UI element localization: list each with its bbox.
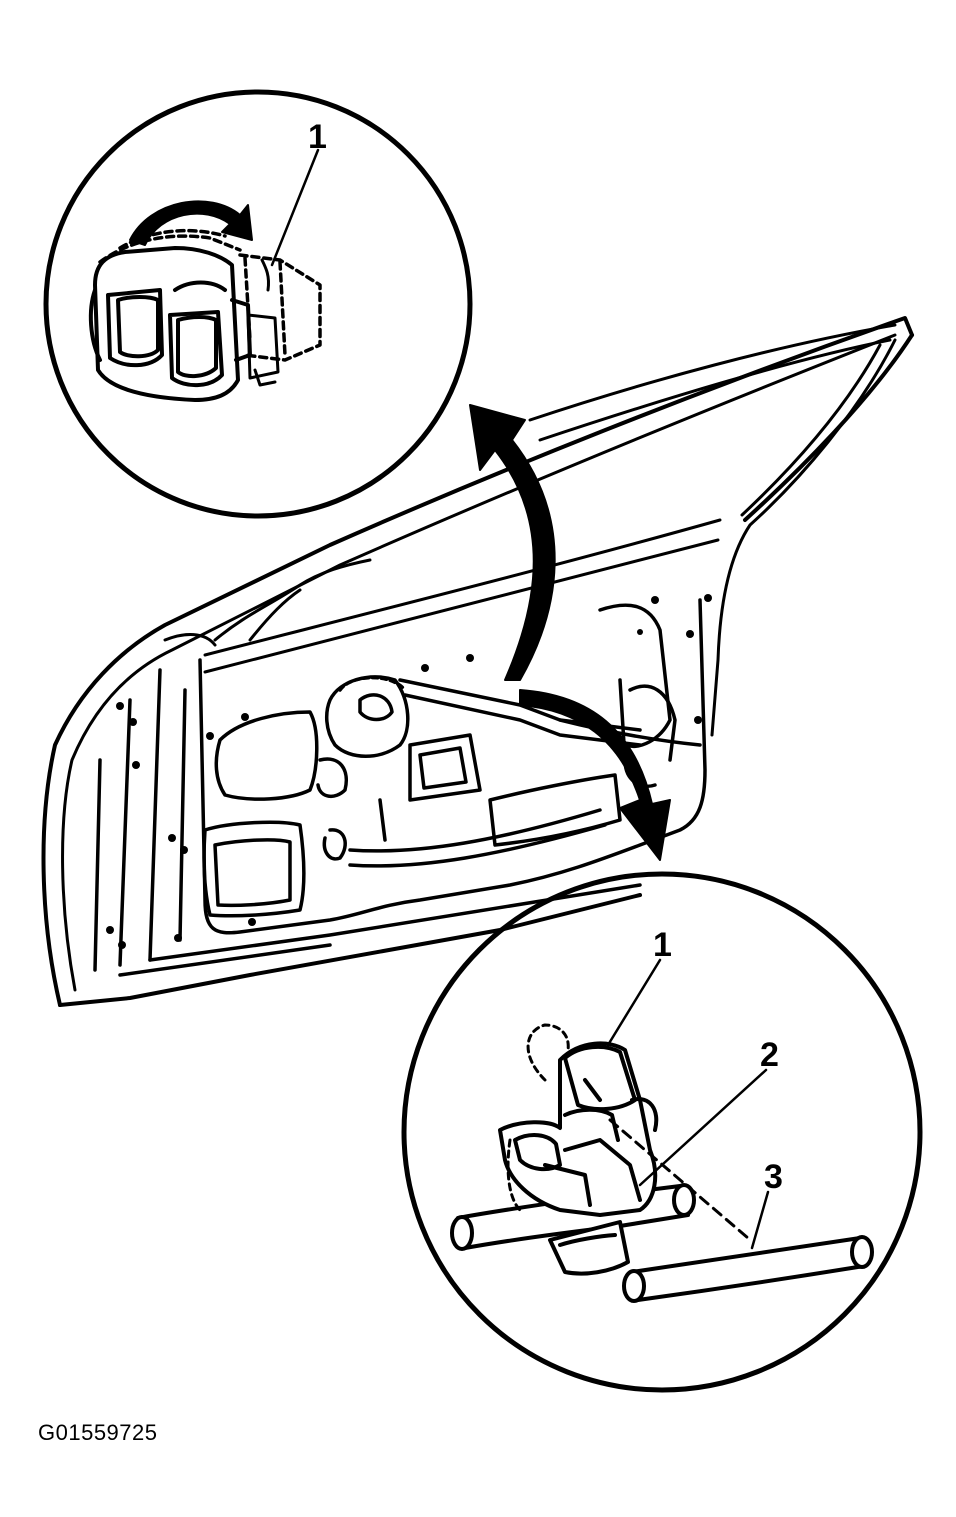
lower-callout-1-leader [606,958,662,1047]
lower-inset-circle [401,871,923,1393]
lower-callout-3-leader [750,1190,770,1250]
lower-rail-right [622,1235,874,1303]
lower-inset: 1 2 3 [401,871,923,1393]
lower-callout-2: 2 [760,1036,779,1074]
lower-callout-1: 1 [653,926,672,964]
upper-inset: 1 [43,89,473,519]
lower-alignment-line [608,1118,750,1240]
lower-cable-clip [498,1041,659,1217]
lower-callout-2-leader [638,1068,768,1187]
window-frame [61,323,897,992]
arrow-to-upper-inset [469,404,556,681]
upper-callout-1-leader [270,148,320,267]
panel-cutouts [202,603,677,918]
lower-dashed-outline [506,1023,570,1212]
door-fasteners [106,594,712,949]
inner-panel [93,598,707,977]
upper-cable-clip [88,246,252,402]
upper-component-detail [246,258,280,387]
rotation-arrow [129,200,253,246]
figure-id: G01559725 [38,1420,158,1445]
lower-bracket [548,1220,630,1276]
lower-callout-3: 3 [764,1158,783,1196]
upper-inset-circle [43,89,473,519]
arrow-to-lower-inset [519,689,671,861]
upper-callout-1: 1 [308,118,327,156]
